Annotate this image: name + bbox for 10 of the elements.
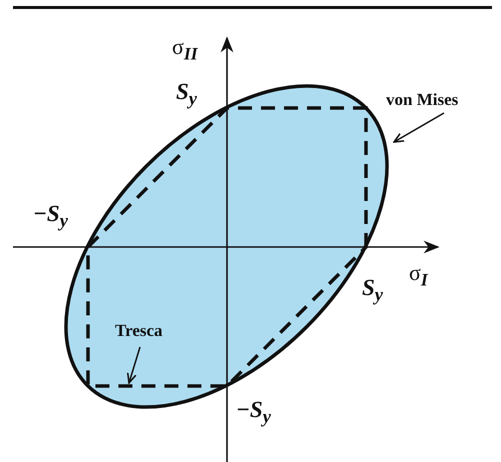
yield-label: S$_{y}$ (176, 80, 197, 108)
axis-label: σ$_{I}$ (409, 262, 428, 289)
axis-label: σ$_{II}$ (172, 36, 198, 63)
leader-line (393, 112, 444, 143)
yield-label: −S$_{y}$ (33, 202, 68, 230)
curve-label: von Mises (386, 91, 458, 108)
curve-label: Tresca (115, 322, 163, 339)
yield-label: −S$_{y}$ (236, 398, 271, 426)
leader-line (126, 346, 141, 384)
yield-label: S$_{y}$ (362, 276, 383, 304)
